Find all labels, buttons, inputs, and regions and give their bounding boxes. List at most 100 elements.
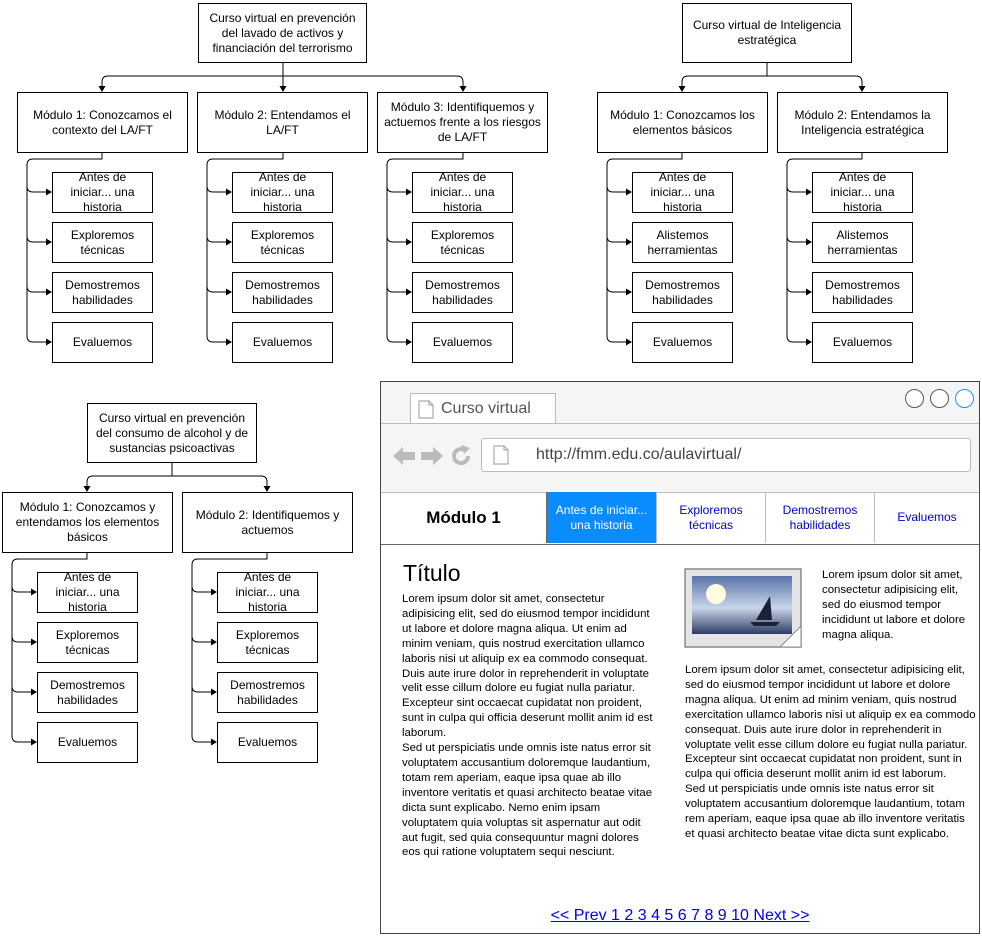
arrowhead-56 [806,338,812,346]
arrowhead-59 [83,486,91,492]
arrowhead-45 [626,288,632,296]
arrowhead-77 [211,688,217,696]
arrowhead-54 [806,288,812,296]
connector-line-28 [386,235,411,243]
connector-line-32 [386,335,411,343]
d1-m1-step-1: Antes de iniciar... una historia [52,170,153,214]
connector-line-51 [786,235,811,243]
page-title: Título [403,560,461,586]
arrowhead-36 [678,86,686,92]
d1-m3-step-4: Evaluemos [412,322,513,363]
connector-line-74 [191,635,216,643]
browser-tab-label: Curso virtual [441,400,531,417]
connector-line-23 [206,335,231,343]
arrowhead-13 [46,288,52,296]
arrowhead-4 [279,86,287,92]
arrowhead-15 [46,338,52,346]
browser-mockup: Curso virtual http://fmm.edu.co/aulavirt… [380,381,980,934]
arrowhead-66 [31,638,37,646]
forward-arrow-icon[interactable] [419,444,445,468]
connector-line-39 [606,153,683,336]
connector-line-26 [386,185,411,193]
d3-m1-step-2: Exploremos técnicas [37,622,138,663]
arrowhead-41 [626,188,632,196]
module-nav: Módulo 1 Antes de iniciar... una histori… [381,492,979,545]
connector-line-14 [26,335,51,343]
image-placeholder-icon [684,568,802,648]
arrowhead-31 [406,288,412,296]
browser-tab[interactable]: Curso virtual [410,393,556,424]
connector-line-12 [26,285,51,293]
connector-line-60 [172,475,268,491]
address-bar[interactable]: http://fmm.edu.co/aulavirtual/ [481,438,971,472]
arrowhead-64 [31,588,37,596]
arrowhead-52 [806,238,812,246]
nav-tab-antes[interactable]: Antes de iniciar... una historia [547,492,656,543]
nav-tab-exploremos[interactable]: Exploremos técnicas [656,492,765,543]
d2-module-1-node: Módulo 1: Conozcamos los elementos básic… [597,92,768,153]
arrowhead-61 [263,486,271,492]
arrowhead-38 [858,86,866,92]
arrowhead-24 [226,338,232,346]
connector-line-30 [386,285,411,293]
connector-line-76 [191,685,216,693]
connector-line-25 [386,153,464,336]
d3-m1-step-1: Antes de iniciar... una historia [37,570,138,614]
connector-line-46 [606,335,631,343]
connector-line-1 [101,75,283,91]
d1-m2-step-2: Exploremos técnicas [232,222,333,263]
arrowhead-70 [31,738,37,746]
d2-m1-step-4: Evaluemos [632,322,733,363]
arrowhead-27 [406,188,412,196]
d2-m1-step-2: Alistemos herramientas [632,222,733,263]
d2-m1-step-1: Antes de iniciar... una historia [632,170,733,214]
window-button-3[interactable] [955,389,974,408]
d2-m2-step-4: Evaluemos [812,322,913,363]
arrowhead-22 [226,288,232,296]
connector-line-69 [11,735,36,743]
arrowhead-47 [626,338,632,346]
arrowhead-73 [211,588,217,596]
d3-m2-step-2: Exploremos técnicas [217,622,318,663]
arrowhead-79 [211,738,217,746]
arrowhead-9 [46,188,52,196]
connector-line-49 [786,185,811,193]
arrowhead-33 [406,338,412,346]
d1-module-3-node: Módulo 3: Identifiquemos y actuemos fren… [377,92,548,153]
d3-module-2-node: Módulo 2: Identifiquemos y actuemos [182,492,353,553]
reload-icon[interactable] [449,444,473,468]
d3-m2-step-3: Demostremos habilidades [217,672,318,713]
d1-module-1-node: Módulo 1: Conozcamos el contexto del LA/… [17,92,188,153]
connector-line-62 [11,553,88,736]
d3-m1-step-4: Evaluemos [37,722,138,763]
arrowhead-68 [31,688,37,696]
connector-line-55 [786,335,811,343]
d2-m1-step-3: Demostremos habilidades [632,272,733,313]
pagination[interactable]: << Prev 1 2 3 4 5 6 7 8 9 10 Next >> [550,907,810,924]
left-paragraph: Lorem ipsum dolor sit amet, consectetur … [402,593,653,859]
arrowhead-50 [806,188,812,196]
connector-line-65 [11,635,36,643]
connector-line-63 [11,585,36,593]
window-button-1[interactable] [905,389,924,408]
back-arrow-icon[interactable] [391,444,417,468]
connector-line-5 [283,75,464,91]
connector-line-48 [786,153,863,336]
arrowhead-6 [459,86,467,92]
d1-m1-step-4: Evaluemos [52,322,153,363]
nav-tab-demostremos[interactable]: Demostremos habilidades [765,492,874,543]
connector-line-71 [191,553,268,736]
d3-module-1-node: Módulo 1: Conozcamos y entendamos los el… [2,492,173,553]
d1-root-node: Curso virtual en prevención del lavado d… [198,3,367,63]
connector-line-40 [606,185,631,193]
d1-m2-step-1: Antes de iniciar... una historia [232,170,333,214]
d3-root-node: Curso virtual en prevención del consumo … [87,403,257,463]
connector-line-8 [26,185,51,193]
arrowhead-75 [211,638,217,646]
connector-line-78 [191,735,216,743]
connector-line-42 [606,235,631,243]
nav-tab-evaluemos[interactable]: Evaluemos [874,492,979,543]
d2-m2-step-3: Demostremos habilidades [812,272,913,313]
window-button-2[interactable] [930,389,949,408]
